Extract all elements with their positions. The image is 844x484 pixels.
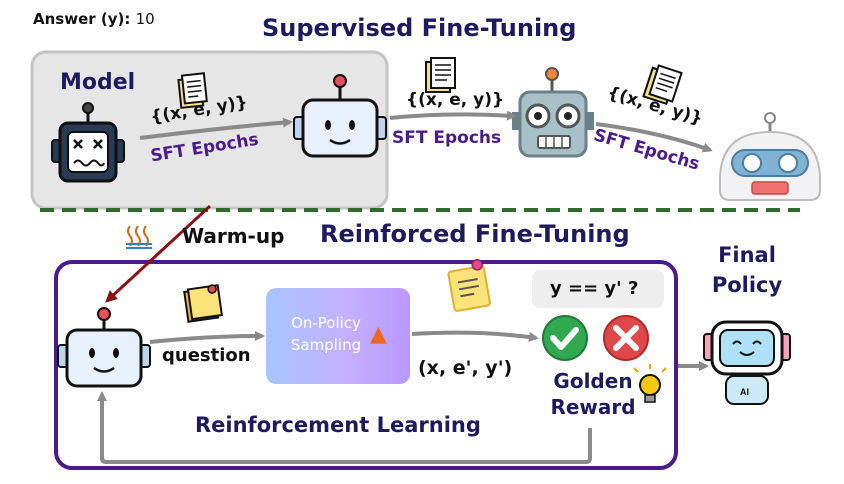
answer-check-label: y == y' ?: [550, 278, 639, 299]
cross-icon: [603, 315, 649, 361]
fire-icon: ▲: [370, 322, 387, 347]
robot-1-icon: [293, 74, 387, 158]
sample-note-icon: [447, 259, 491, 312]
check-icon: [542, 315, 588, 361]
heat-icon: [126, 225, 152, 249]
answer-value: 10: [135, 10, 155, 28]
warmup-arrow: [105, 204, 212, 303]
final-policy-robot-icon: AI: [703, 320, 791, 405]
sampling-arrow: [411, 330, 539, 342]
note-icon: [183, 284, 223, 323]
rft-title: Reinforced Fine-Tuning: [320, 220, 630, 248]
on-policy-sampling-label: On-Policy Sampling: [290, 314, 362, 354]
question-arrow: [149, 331, 265, 344]
lightbulb-icon: [633, 364, 667, 403]
answer-prefix: Answer (y):: [33, 10, 131, 28]
rl-frame: [54, 260, 678, 470]
document-icon-3: [642, 64, 683, 106]
check-box: [532, 270, 664, 308]
sft-tuple-2: {(x, e, y)}: [406, 90, 505, 110]
robot-3-icon: [719, 112, 821, 201]
sft-arrow-2: [389, 110, 517, 121]
golden-reward-label: Golden Reward: [550, 369, 636, 419]
model-label: Model: [60, 70, 136, 95]
question-label: question: [162, 345, 251, 366]
policy-robot-icon: [57, 307, 151, 388]
final-policy-label: Final Policy: [711, 243, 783, 297]
sft-arrow-3: [595, 122, 713, 153]
sft-arrow-1: [139, 117, 293, 140]
sample-tuple: (x, e', y'): [418, 357, 513, 379]
warmup-label: Warm-up: [182, 224, 285, 248]
svg-text:AI: AI: [740, 387, 749, 397]
document-icon-1: [177, 72, 208, 109]
sft-epochs-2: SFT Epochs: [392, 128, 502, 148]
broken-robot-icon: [51, 102, 125, 183]
robot-2-icon: [512, 67, 594, 158]
document-icon-2: [425, 57, 456, 93]
sft-title: Supervised Fine-Tuning: [262, 14, 577, 42]
answer-label: Answer (y): 10: [33, 10, 155, 28]
on-policy-sampling-box: [266, 288, 410, 384]
feedback-loop-arrow: [97, 391, 592, 464]
reinforcement-learning-label: Reinforcement Learning: [195, 413, 481, 437]
